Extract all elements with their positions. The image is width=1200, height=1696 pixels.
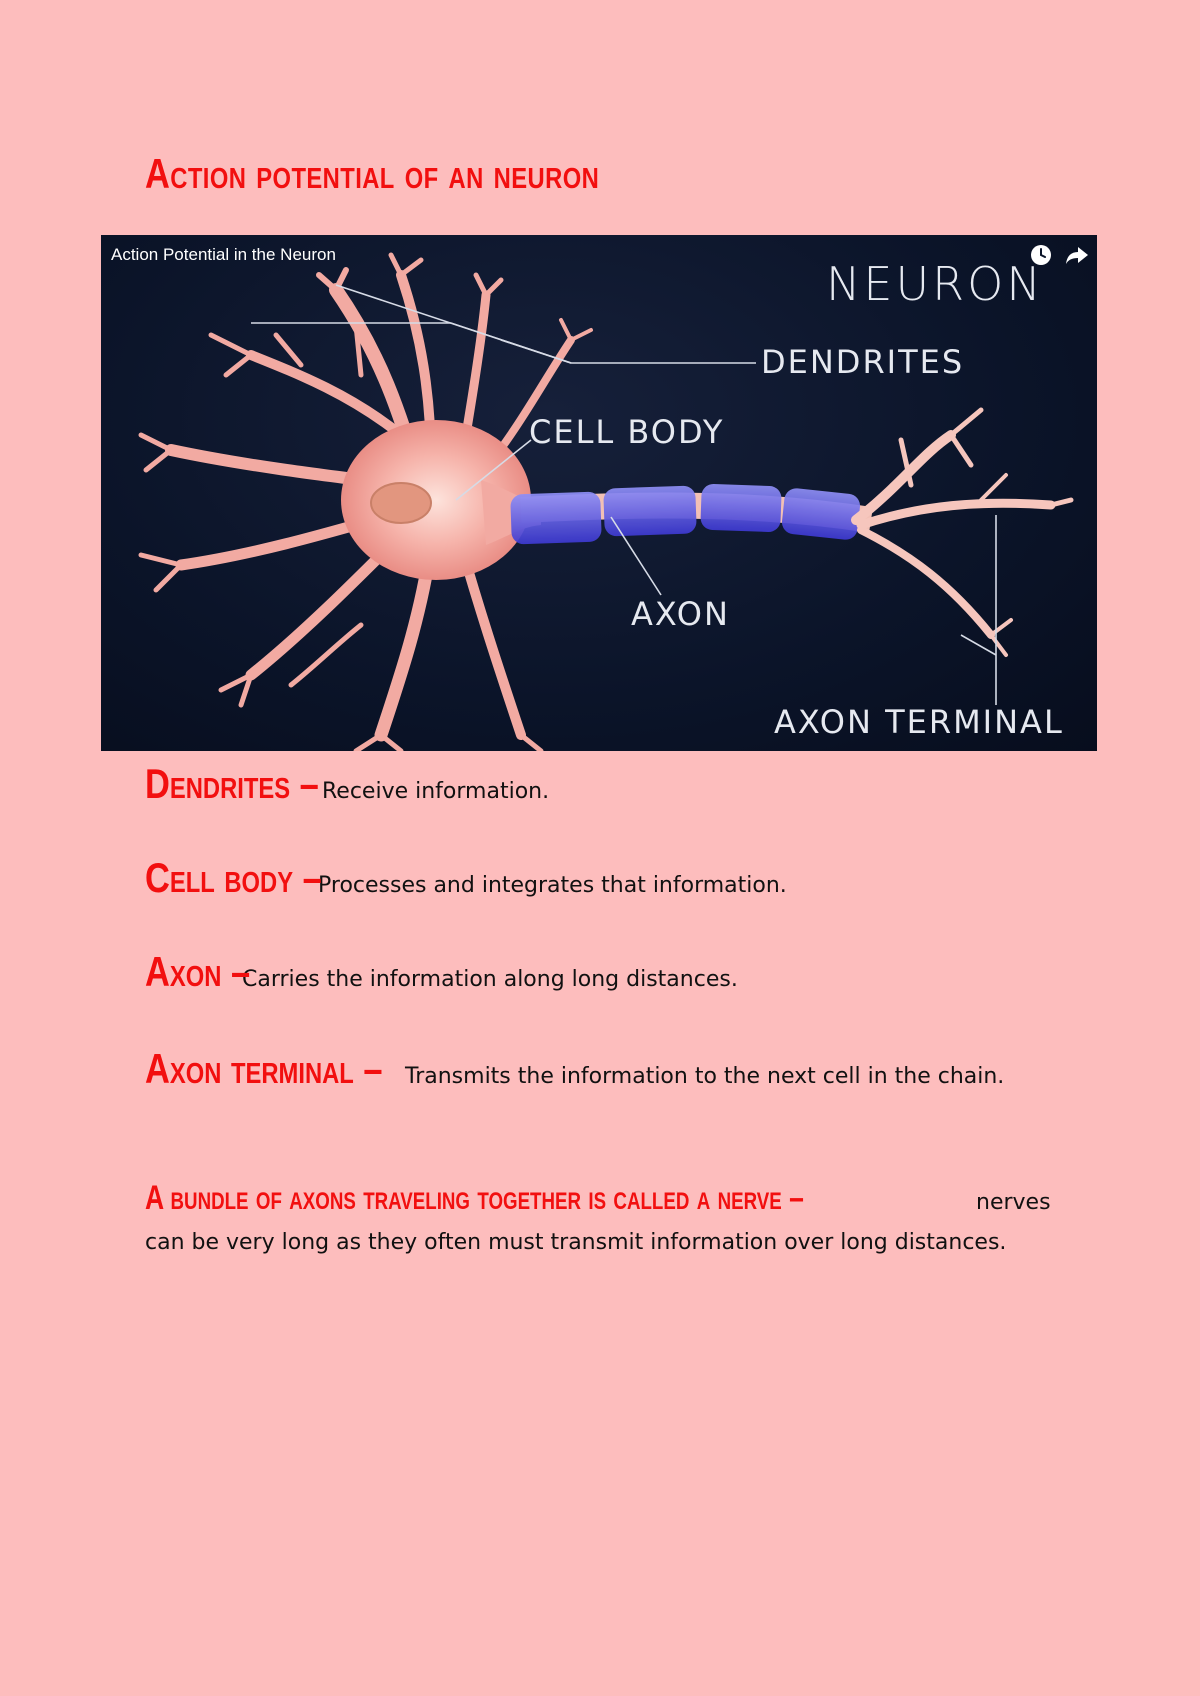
myelin-sheaths	[510, 484, 861, 545]
definition-term: Axon terminal –	[145, 1045, 383, 1092]
axon-label: AXON	[631, 595, 730, 633]
definition-axon: Axon – Carries the information along lon…	[145, 948, 738, 996]
definition-cell-body: Cell body – Processes and integrates tha…	[145, 854, 787, 902]
page-title: Action potential of an neuron	[145, 150, 600, 197]
definition-text: Transmits the information to the next ce…	[405, 1064, 1005, 1089]
definition-nerve: A bundle of axons traveling together is …	[145, 1178, 1075, 1263]
cell-body-label: CELL BODY	[529, 413, 724, 451]
neuron-label: NEURON	[826, 257, 1044, 311]
definition-term: Axon –	[145, 948, 251, 995]
definition-text: Receive information.	[322, 779, 550, 804]
definition-text: nerves can be very long as they often mu…	[145, 1190, 1051, 1255]
neuron-diagram: NEURON DENDRITES CELL BODY AXON AXON TER…	[138, 252, 1074, 751]
video-title[interactable]: Action Potential in the Neuron	[111, 245, 336, 264]
clock-icon[interactable]	[1029, 243, 1053, 267]
share-icon[interactable]	[1064, 243, 1090, 267]
definition-term: Cell body –	[145, 854, 322, 901]
definition-term: Dendrites –	[145, 760, 319, 807]
definition-dendrites: Dendrites – Receive information.	[145, 760, 549, 808]
definition-term: A bundle of axons traveling together is …	[145, 1179, 804, 1217]
dendrites-label: DENDRITES	[761, 343, 964, 381]
definition-text: Carries the information along long dista…	[242, 967, 738, 992]
video-player[interactable]: NEURON DENDRITES CELL BODY AXON AXON TER…	[101, 235, 1097, 751]
axon-terminal-label: AXON TERMINAL	[774, 703, 1064, 741]
definition-axon-terminal: Axon terminal – Transmits the informatio…	[145, 1042, 1075, 1104]
definition-text: Processes and integrates that informatio…	[318, 873, 787, 898]
